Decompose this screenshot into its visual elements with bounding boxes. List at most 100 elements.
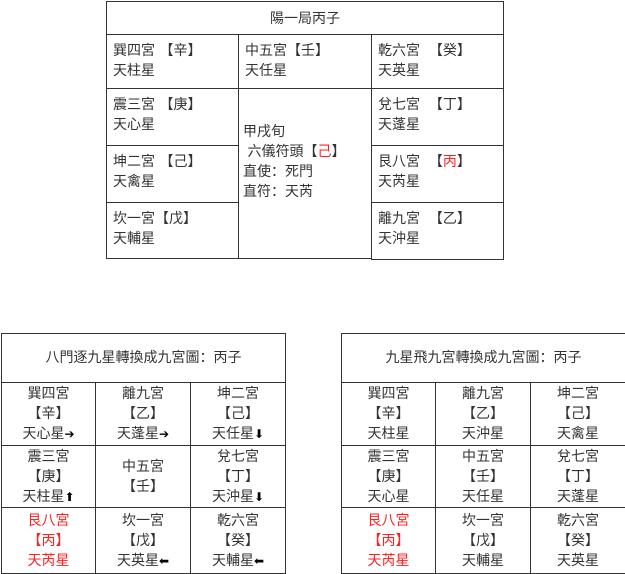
stem-label: 【癸】 — [557, 532, 600, 549]
cell-kan1: 坎一宮 【戊】 天英星⬅ — [95, 507, 191, 574]
palace-label: 乾六宮 — [378, 43, 420, 59]
palace-label: 中五宮 — [245, 43, 287, 59]
arrow-left-icon: ⬅ — [253, 553, 265, 568]
cell-zhen3: 震三宮 【庚】 天心星 — [106, 88, 239, 146]
star-label: 天蓬星 — [378, 117, 420, 133]
zhi-fu-label: 直符：天芮 — [243, 183, 313, 200]
palace-label: 離九宮 — [122, 386, 164, 402]
palace-label: 震三宮 — [27, 448, 70, 465]
fu-tou-stem: 己 — [317, 143, 332, 160]
palace-label: 乾六宮 — [217, 512, 260, 529]
palace-label: 坎一宮 — [462, 512, 504, 529]
star-label: 天心星 — [113, 117, 155, 133]
cell-gen8-highlighted: 艮八宮 【丙】 天芮星 — [1, 507, 96, 574]
star-label: 天心星 — [367, 488, 410, 505]
cell-kun2: 坤二宮 【己】 天禽星 — [106, 145, 239, 203]
arrow-right-icon: ➔ — [158, 427, 170, 441]
palace-label: 艮八宮 — [378, 154, 420, 170]
cell-li9: 離九宮 【乙】 天沖星 — [371, 202, 504, 260]
arrow-right-icon: ➔ — [64, 427, 75, 441]
palace-label: 中五宮 — [462, 448, 504, 465]
arrow-up-icon: ⬆ — [64, 489, 75, 504]
eight-gates-table-title: 八門逐九星轉換成九宮圖：丙子 — [0, 333, 287, 383]
cell-qian6: 乾六宮 【癸】 天輔星⬅ — [189, 507, 287, 574]
stem-label: 【庚】 — [27, 468, 70, 485]
top-chart-title: 陽一局丙子 — [106, 1, 504, 35]
star-label: 天柱星 — [367, 426, 410, 442]
stem-label: 【壬】 — [462, 468, 504, 485]
bracket-close: 】 — [456, 154, 471, 170]
stem-label: 【壬】 — [287, 43, 329, 59]
top-chart-title-text: 陽一局丙子 — [270, 11, 340, 27]
stem-label: 【戊】 — [122, 532, 164, 549]
arrow-down-icon: ⬇ — [253, 489, 265, 504]
cell-kun2: 坤二宮 【己】 天禽星 — [529, 382, 625, 446]
palace-label: 坤二宮 — [557, 386, 600, 402]
palace-label: 巽四宮 — [27, 386, 70, 402]
palace-label: 中五宮 — [122, 458, 164, 475]
cell-xun4: 巽四宮 【辛】 天柱星 — [106, 34, 239, 89]
palace-label: 坎一宮 — [113, 211, 155, 227]
cell-xun4: 巽四宮 【辛】 天柱星 — [341, 382, 436, 446]
stem-label: 【丁】 — [557, 468, 600, 485]
spacer — [420, 43, 429, 59]
star-label: 天禽星 — [557, 426, 600, 442]
stem-label: 【壬】 — [122, 478, 164, 495]
palace-label: 艮八宮 — [367, 512, 410, 529]
stem-label: 【辛】 — [27, 406, 70, 422]
star-label: 天任星 — [211, 426, 254, 442]
palace-label: 震三宮 — [367, 448, 410, 465]
star-label: 天柱星 — [113, 63, 155, 79]
cell-qian6: 乾六宮 【癸】 天英星 — [529, 507, 625, 574]
palace-label: 兌七宮 — [217, 448, 260, 465]
star-label: 天英星 — [116, 552, 159, 569]
eight-gates-table: 八門逐九星轉換成九宮圖：丙子 巽四宮 【辛】 天心星➔ 離九宮 【乙】 天蓬星➔… — [0, 333, 287, 574]
stem-label: 【己】 — [557, 406, 600, 422]
xun-label: 甲戌旬 — [243, 123, 285, 140]
star-label: 天芮星 — [27, 552, 70, 569]
palace-label: 巽四宮 — [367, 386, 410, 402]
star-label: 天輔星 — [211, 552, 254, 569]
star-label: 天柱星 — [22, 488, 65, 505]
palace-label: 兌七宮 — [378, 97, 420, 113]
star-label: 天沖星 — [211, 488, 254, 505]
star-label: 天任星 — [245, 63, 287, 79]
cell-kun2: 坤二宮 【己】 天任星⬇ — [189, 382, 287, 446]
palace-label: 坤二宮 — [113, 154, 155, 170]
center-info-box: 甲戌旬 六儀符頭【己】 直使：死門 直符：天芮 — [238, 88, 372, 259]
star-label: 天英星 — [378, 63, 420, 79]
star-label: 天沖星 — [462, 426, 504, 442]
cell-kan1: 坎一宮 【戊】 天輔星 — [435, 507, 531, 574]
palace-label: 離九宮 — [462, 386, 504, 402]
bracket-open: 【 — [303, 143, 318, 160]
cell-xun4: 巽四宮 【辛】 天心星➔ — [1, 382, 96, 446]
stem-label: 【戊】 — [462, 532, 504, 549]
stem-label: 【己】 — [159, 154, 202, 170]
cell-zhong5: 中五宮 【壬】 天任星 — [435, 445, 531, 508]
cell-li9: 離九宮 【乙】 天蓬星➔ — [95, 382, 191, 446]
palace-label: 兌七宮 — [557, 448, 600, 465]
stem-label: 【癸】 — [428, 43, 471, 59]
stem-label: 【癸】 — [217, 532, 260, 549]
star-label: 天沖星 — [378, 231, 420, 247]
star-label: 天禽星 — [113, 174, 155, 190]
palace-label: 乾六宮 — [557, 512, 600, 529]
cell-gen8-highlighted: 艮八宮 【丙】 天芮星 — [341, 507, 436, 574]
palace-label: 離九宮 — [378, 211, 420, 227]
cell-kan1: 坎一宮【戊】 天輔星 — [106, 202, 239, 259]
palace-label: 震三宮 — [113, 97, 155, 113]
nine-stars-table: 九星飛九宮轉換成九宮圖：丙子 巽四宮 【辛】 天柱星 離九宮 【乙】 天沖星 坤… — [340, 333, 625, 574]
stem-label: 【乙】 — [462, 406, 504, 422]
spacer — [420, 154, 429, 170]
star-label: 天芮星 — [378, 174, 420, 190]
stem-label: 【丁】 — [428, 97, 471, 113]
stem-label: 【丁】 — [217, 468, 260, 485]
stem-label: 丙 — [442, 154, 457, 170]
fu-tou-line: 六儀符頭【己】 — [243, 142, 371, 162]
bracket-open: 【 — [428, 154, 443, 170]
star-label: 天心星 — [22, 426, 65, 442]
stem-label: 【庚】 — [159, 97, 202, 113]
stem-label: 【乙】 — [122, 406, 164, 422]
spacer — [420, 97, 429, 113]
cell-qian6: 乾六宮 【癸】 天英星 — [371, 34, 504, 89]
